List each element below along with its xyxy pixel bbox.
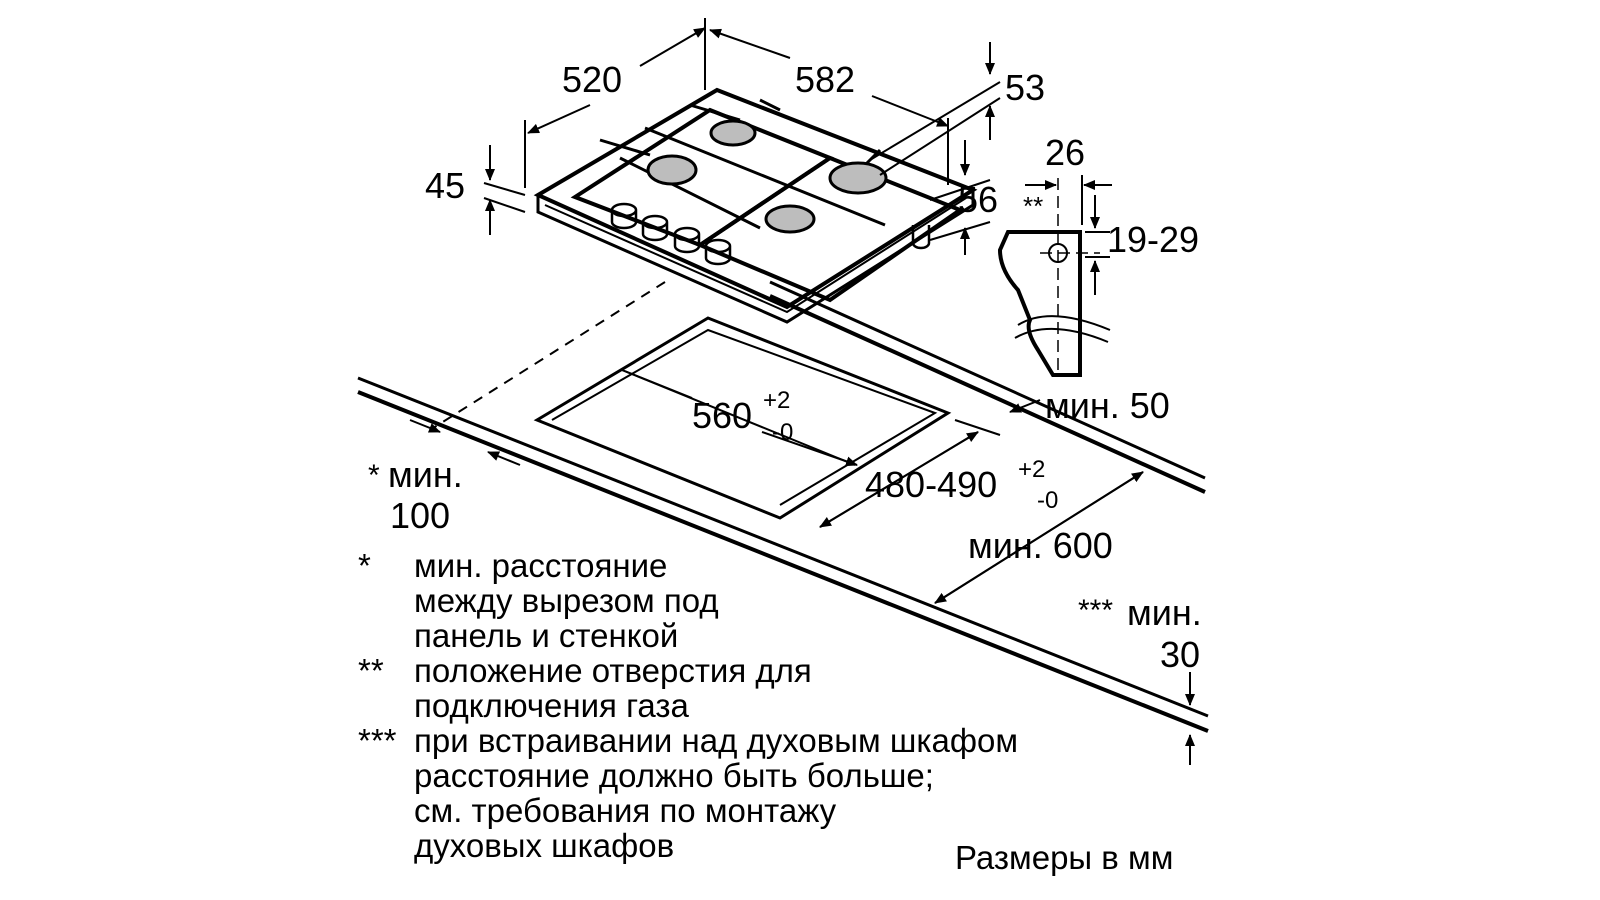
dim-min-back: мин. 50	[1045, 385, 1170, 426]
dim-cutout-width-tol-minus: -0	[772, 419, 793, 446]
dim-height-leg: 56	[958, 179, 998, 220]
note-line: духовых шкафов	[414, 827, 675, 864]
note-3: при встраивании над духовым шкафом расст…	[414, 723, 1018, 863]
note-mark: **	[358, 652, 384, 689]
burner-icon	[646, 154, 698, 186]
dim-gas-offset: 26	[1045, 132, 1085, 173]
note-line: расстояние должно быть больше;	[414, 757, 934, 794]
note-line: между вырезом под	[414, 582, 719, 619]
dim-cutout-depth-tol-plus: +2	[1018, 456, 1045, 483]
dim-min-below-value: 30	[1160, 634, 1200, 675]
dim-cutout-depth: 480-490	[865, 464, 997, 505]
dim-depth: 520	[562, 59, 622, 100]
dim-min-depth: мин. 600	[968, 525, 1113, 566]
note-line: мин. расстояние	[414, 547, 668, 584]
dim-min-below-label: мин.	[1127, 592, 1202, 633]
dim-gas-height: 19-29	[1107, 219, 1199, 260]
units-caption: Размеры в мм	[955, 839, 1174, 876]
worktop	[357, 280, 1209, 733]
dim-gas-offset-mark: **	[1023, 191, 1043, 221]
gas-hob	[533, 87, 978, 324]
note-mark: ***	[358, 722, 397, 759]
note-line: см. требования по монтажу	[414, 792, 837, 829]
note-line: при встраивании над духовым шкафом	[414, 722, 1019, 759]
dim-height-total: 45	[425, 165, 465, 206]
note-line: положение отверстия для	[414, 652, 812, 689]
dimension-lines	[409, 18, 1195, 765]
control-knobs	[610, 202, 931, 266]
note-line: панель и стенкой	[414, 617, 679, 654]
dim-min-side-label: мин.	[388, 454, 463, 495]
note-line: подключения газа	[414, 687, 689, 724]
note-mark: *	[358, 547, 371, 584]
dim-cutout-depth-tol-minus: -0	[1037, 487, 1058, 514]
note-2: положение отверстия для подключения газа	[414, 653, 812, 723]
dim-rear-gap: 53	[1005, 67, 1045, 108]
dim-min-side-mark: *	[368, 459, 380, 492]
burner-icon	[828, 161, 888, 195]
burner-icon	[764, 204, 816, 234]
dim-cutout-width-tol-plus: +2	[763, 387, 790, 414]
gas-connection-detail	[997, 175, 1112, 377]
dim-cutout-width: 560	[692, 395, 752, 436]
dim-width: 582	[795, 59, 855, 100]
dim-min-side-value: 100	[390, 495, 450, 536]
note-1: мин. расстояние между вырезом под панель…	[414, 548, 719, 653]
burner-icon	[709, 119, 757, 147]
dim-min-below-mark: ***	[1078, 594, 1113, 627]
